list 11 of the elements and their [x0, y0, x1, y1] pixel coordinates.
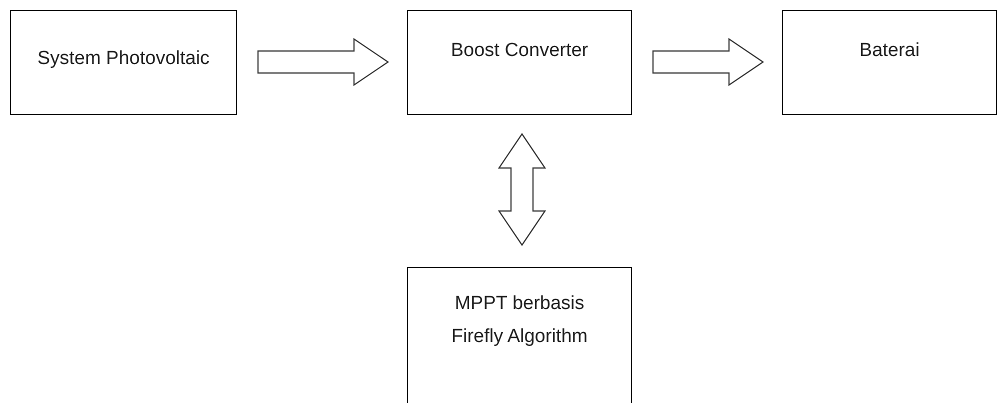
- block-arrow: [652, 38, 764, 86]
- box-label: Baterai: [858, 39, 921, 63]
- block-arrow: [257, 38, 390, 86]
- block-arrow: [498, 132, 546, 246]
- process-box: [10, 10, 237, 115]
- process-box: [407, 267, 632, 403]
- box-label: MPPT berbasis Firefly Algorithm: [450, 292, 589, 349]
- process-box: [782, 10, 997, 115]
- box-label: Boost Converter: [450, 39, 590, 63]
- process-box: [407, 10, 632, 115]
- box-label: System Photovoltaic: [36, 47, 211, 71]
